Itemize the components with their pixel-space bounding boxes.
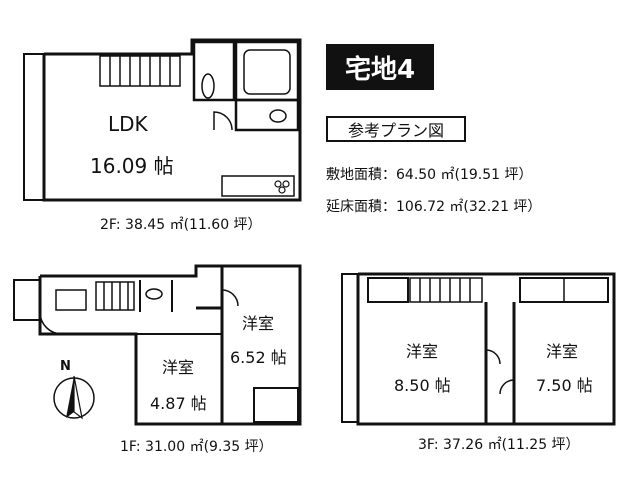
north-compass-icon: N xyxy=(53,359,95,420)
plan-title-badge: 宅地4 xyxy=(326,44,434,90)
room-label-ldk-size: 16.09 帖 xyxy=(90,154,174,178)
floor-1f-plan xyxy=(13,264,302,426)
room-label-1f-a-name: 洋室 xyxy=(242,314,275,333)
room-label-3f-a-size: 8.50 帖 xyxy=(394,376,451,395)
room-label-3f-b-size: 7.50 帖 xyxy=(536,376,593,395)
floor-area-text: 延床面積：106.72 ㎡(32.21 坪） xyxy=(326,199,542,215)
floor-3f-plan xyxy=(341,272,616,426)
floor-2f-caption: 2F: 38.45 ㎡(11.60 坪） xyxy=(100,217,262,233)
room-label-1f-a-size: 6.52 帖 xyxy=(230,348,287,367)
floor-1f-caption: 1F: 31.00 ㎡(9.35 坪） xyxy=(120,439,273,455)
room-label-3f-a-name: 洋室 xyxy=(406,342,439,361)
plan-subtitle-label: 参考プラン図 xyxy=(326,116,466,142)
floor-2f-plan xyxy=(23,38,302,202)
floor-3f-caption: 3F: 37.26 ㎡(11.25 坪） xyxy=(418,437,580,453)
site-area-text: 敷地面積：64.50 ㎡(19.51 坪） xyxy=(326,167,533,183)
room-label-1f-b-name: 洋室 xyxy=(162,358,195,377)
room-label-1f-b-size: 4.87 帖 xyxy=(150,394,207,413)
compass-north-label: N xyxy=(60,359,71,374)
room-label-ldk-name: LDK xyxy=(108,112,148,136)
room-label-3f-b-name: 洋室 xyxy=(546,342,579,361)
